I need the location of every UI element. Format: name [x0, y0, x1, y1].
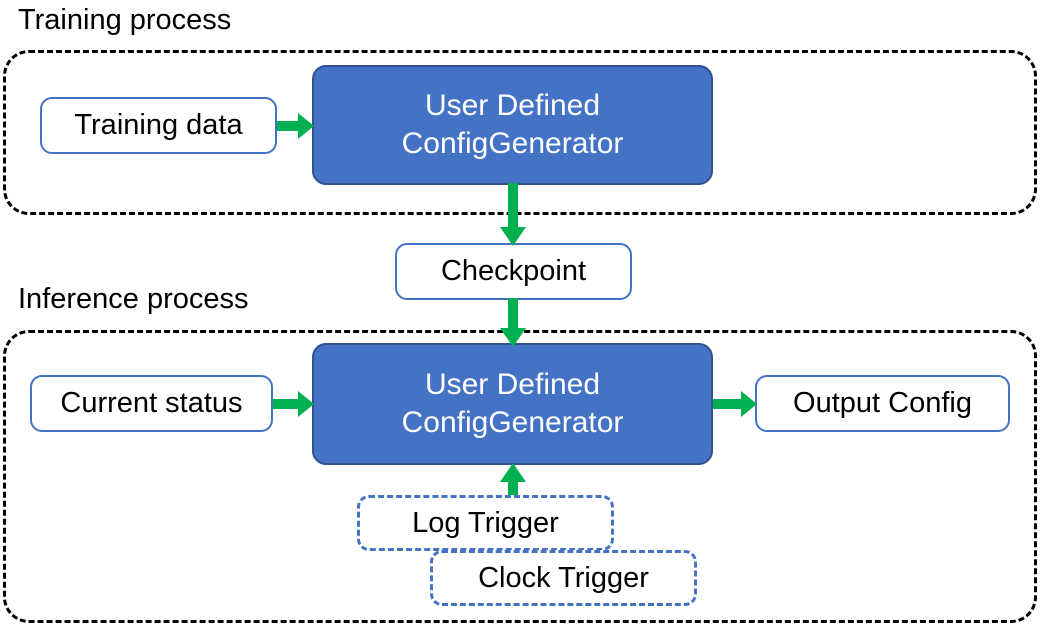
node-clock-trigger[interactable]: Clock Trigger: [430, 550, 697, 606]
node-output-config[interactable]: Output Config: [755, 375, 1010, 432]
arrow-current-status-to-generator-icon: [273, 389, 315, 419]
training-process-container: [3, 50, 1037, 215]
node-checkpoint[interactable]: Checkpoint: [395, 243, 632, 300]
training-process-label: Training process: [18, 4, 232, 36]
arrow-training-data-to-generator-icon: [277, 111, 315, 141]
node-inference-generator-line2: ConfigGenerator: [401, 406, 624, 439]
arrow-generator-to-output-config-icon: [713, 389, 758, 419]
node-training-user-defined-configgenerator[interactable]: User Defined ConfigGenerator: [312, 65, 713, 185]
node-inference-generator-line1: User Defined: [424, 367, 601, 401]
node-training-data[interactable]: Training data: [40, 97, 277, 154]
node-training-generator-line1: User Defined: [424, 88, 601, 122]
arrow-generator-to-checkpoint-icon: [498, 183, 528, 247]
node-inference-user-defined-configgenerator[interactable]: User Defined ConfigGenerator: [312, 343, 713, 465]
arrow-triggers-to-generator-icon: [498, 463, 528, 505]
node-log-trigger[interactable]: Log Trigger: [357, 495, 614, 551]
inference-process-label: Inference process: [18, 283, 249, 315]
node-current-status[interactable]: Current status: [30, 375, 273, 432]
arrow-checkpoint-to-inference-generator-icon: [498, 298, 528, 348]
node-training-generator-line2: ConfigGenerator: [401, 127, 624, 160]
